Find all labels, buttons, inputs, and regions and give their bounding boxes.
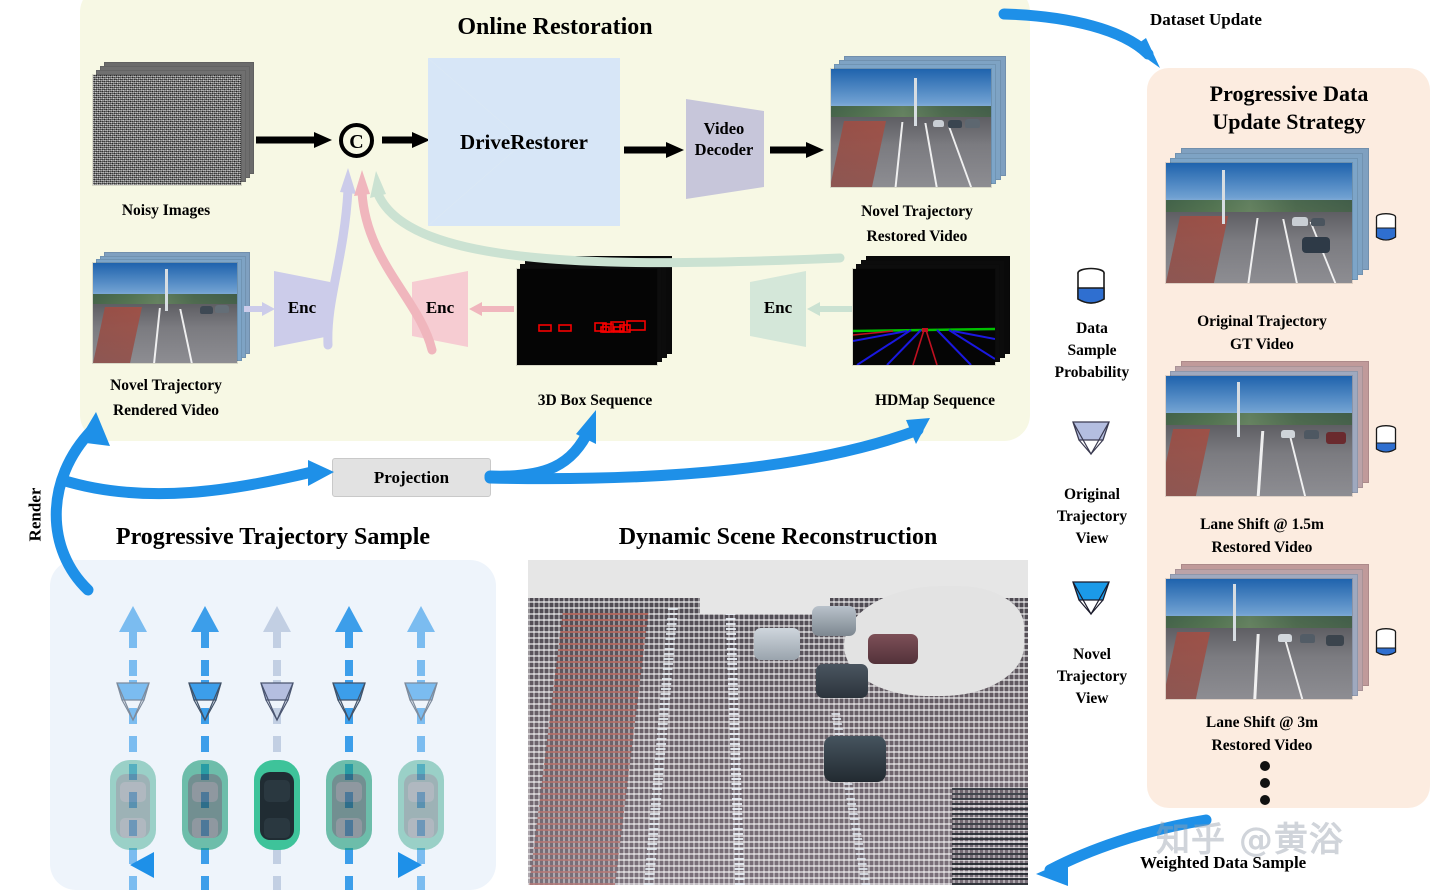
weighted-data-sample-arrow — [1036, 814, 1212, 886]
right-panel-title-line1: Progressive Data — [1209, 81, 1369, 106]
dataset-update-label: Dataset Update — [1150, 10, 1262, 29]
box-encoder-label: Enc — [425, 298, 455, 317]
concat-icon: C — [338, 122, 375, 159]
feature-flow-curves — [323, 168, 845, 355]
noisy-images-label: Noisy Images — [121, 202, 211, 219]
hdmap-sequence-stack — [852, 256, 1017, 374]
rgb-encoder-block — [274, 271, 330, 347]
entry-original-trajectory-gt-video-line1: Original Trajectory — [1197, 313, 1327, 330]
arrow-decoder-to-restored-video — [770, 142, 824, 158]
beaker-icon-lane-shift-1p5m — [1372, 424, 1400, 456]
arrow-boxes-to-box-encoder — [469, 302, 514, 316]
beaker-icon — [1072, 266, 1110, 308]
render-label: Render — [25, 487, 45, 542]
legend-novel-trajectory-view-line2: Trajectory — [1056, 668, 1128, 685]
legend-original-trajectory-view-line1: Original — [1064, 486, 1120, 503]
beaker-icon-original-trajectory — [1372, 212, 1400, 244]
lane-2-car — [182, 760, 228, 850]
lane-4-group — [332, 606, 366, 890]
online-restoration-title: Online Restoration — [457, 14, 653, 40]
arrow-noisy-to-concat — [256, 132, 332, 148]
hdmap-encoder-block — [750, 271, 806, 347]
novel-trajectory-restored-video-stack — [830, 56, 1010, 198]
progressive-trajectory-sample-title: Progressive Trajectory Sample — [115, 524, 431, 550]
lane-shift-3m-frame — [1165, 578, 1353, 700]
arrow-driverestorer-to-decoder — [624, 142, 684, 158]
entry-lane-shift-1p5m-line1: Lane Shift @ 1.5m — [1200, 516, 1324, 533]
lane-1-car — [110, 760, 156, 850]
arrow-concat-to-driverestorer — [382, 132, 430, 148]
entry-lane-shift-1p5m-line2: Restored Video — [1211, 539, 1313, 556]
hdmap-frame — [852, 268, 996, 366]
watermark: 知乎 @黄浴 — [1156, 820, 1344, 860]
lane-shift-1p5m-restored-video-stack — [1165, 361, 1379, 507]
vertical-ellipsis-icon — [1255, 760, 1275, 806]
hdmap-sequence-label: HDMap Sequence — [874, 392, 996, 409]
video-decoder-label-line1: Video — [703, 119, 745, 138]
noisy-images-stack — [92, 62, 256, 196]
lane-4-car — [326, 760, 372, 850]
lane-shift-1p5m-frame — [1165, 375, 1353, 497]
lane-5-car — [398, 760, 444, 850]
projection-label: Projection — [373, 468, 450, 487]
rendered-video-frame — [92, 262, 238, 364]
dynamic-scene-reconstruction-title: Dynamic Scene Reconstruction — [618, 524, 938, 550]
dataset-update-arrow — [998, 8, 1160, 68]
entry-lane-shift-3m-line2: Restored Video — [1211, 737, 1313, 754]
3d-box-frame — [516, 268, 658, 366]
lane-1-group — [116, 606, 150, 890]
3d-box-sequence-stack — [516, 256, 681, 374]
lateral-range-arrow — [130, 852, 422, 878]
gt-video-frame — [1165, 162, 1353, 284]
legend-novel-trajectory-view-line3: View — [1075, 690, 1109, 707]
lane-3-group — [263, 606, 291, 890]
noisy-image-frame — [92, 74, 242, 186]
3d-box-sequence-label: 3D Box Sequence — [537, 392, 653, 409]
right-panel-title-line2: Update Strategy — [1212, 109, 1366, 134]
projection-box[interactable]: Projection — [332, 458, 491, 497]
lane-2-group — [188, 606, 222, 890]
trajectory-lanes-graphic — [110, 606, 444, 890]
legend-original-trajectory-view-line2: Trajectory — [1056, 508, 1128, 525]
novel-trajectory-camera-frustum-icon — [1068, 578, 1114, 620]
legend-data-sample-probability-line2: Sample — [1067, 342, 1117, 359]
projection-outputs-arrows — [484, 410, 930, 485]
video-decoder-block — [686, 99, 764, 199]
dynamic-scene-reconstruction-image — [528, 560, 1028, 885]
original-trajectory-gt-video-stack — [1165, 148, 1379, 294]
driverestorer-block — [428, 58, 620, 226]
render-flow-arrow — [50, 412, 334, 596]
original-trajectory-camera-frustum-icon — [1068, 418, 1114, 460]
weighted-data-sample-label: Weighted Data Sample — [1140, 853, 1307, 872]
rgb-encoder-label: Enc — [287, 298, 317, 317]
restored-video-label-line2: Restored Video — [866, 228, 968, 245]
legend-data-sample-probability-line1: Data — [1076, 320, 1108, 337]
restored-video-frame — [830, 68, 992, 188]
arrow-rendered-to-rgb-encoder — [244, 302, 275, 316]
concat-symbol-text: C — [349, 131, 363, 153]
legend-original-trajectory-view-line3: View — [1075, 530, 1109, 547]
rendered-video-label-line1: Novel Trajectory — [110, 377, 222, 394]
lane-3-car — [254, 760, 300, 850]
lane-shift-3m-restored-video-stack — [1165, 564, 1379, 710]
video-decoder-label-line2: Decoder — [694, 140, 754, 159]
render-label-wrapper: Render — [25, 460, 44, 570]
rendered-video-label-line2: Rendered Video — [112, 402, 220, 419]
lane-5-group — [404, 606, 438, 890]
legend-novel-trajectory-view-line1: Novel — [1073, 646, 1111, 663]
legend-data-sample-probability-line3: Probability — [1054, 364, 1130, 381]
driverestorer-label: DriveRestorer — [460, 130, 588, 154]
hdmap-encoder-label: Enc — [763, 298, 793, 317]
restored-video-label-line1: Novel Trajectory — [861, 203, 973, 220]
novel-trajectory-rendered-video-stack — [92, 252, 262, 372]
arrow-hdmap-to-hdmap-encoder — [807, 302, 852, 316]
entry-original-trajectory-gt-video-line2: GT Video — [1230, 336, 1294, 353]
entry-lane-shift-3m-line1: Lane Shift @ 3m — [1205, 714, 1319, 731]
beaker-icon-lane-shift-3m — [1372, 627, 1400, 659]
lane-3-frustum — [260, 682, 294, 722]
